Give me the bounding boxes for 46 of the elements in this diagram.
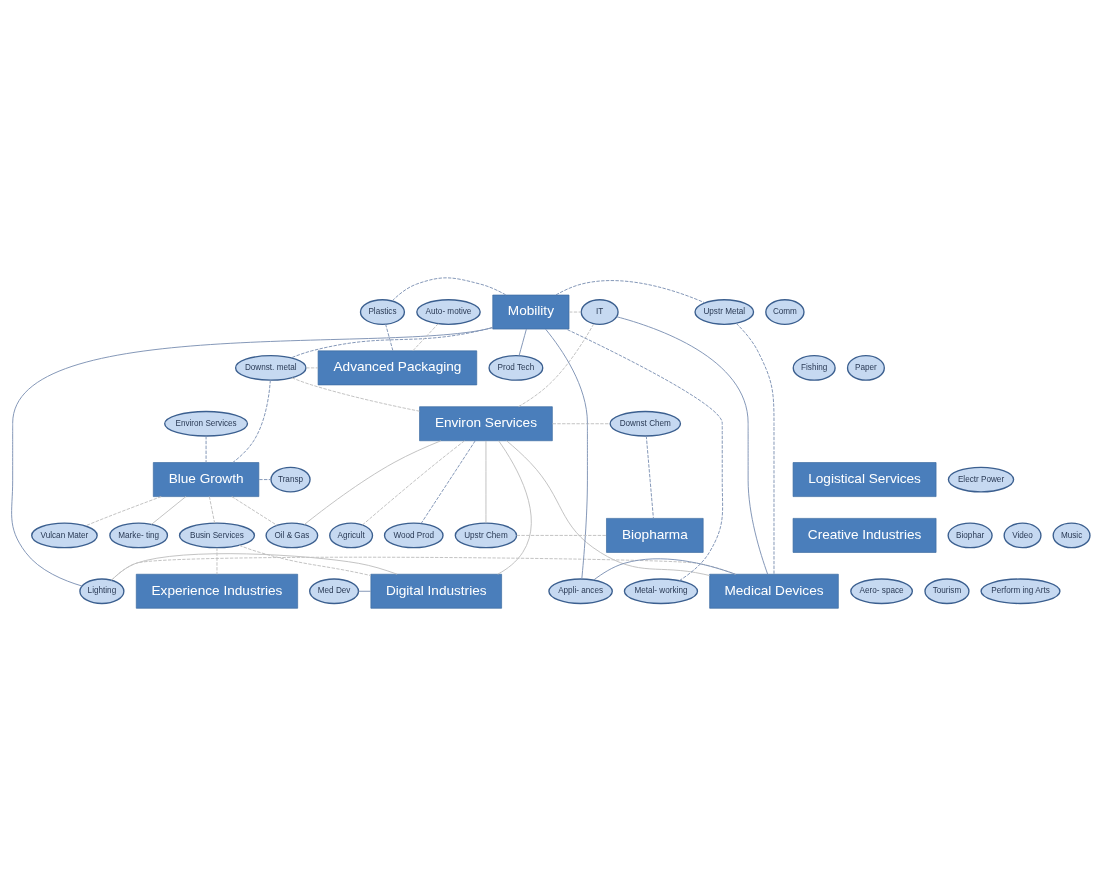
connector — [231, 495, 278, 526]
connector — [735, 322, 775, 575]
connector — [593, 557, 736, 580]
node-box: Mobility — [492, 294, 570, 329]
connector — [358, 590, 372, 592]
connector — [516, 534, 607, 536]
connector — [518, 328, 527, 356]
node-box: Blue Growth — [152, 461, 260, 497]
connector — [305, 366, 319, 368]
connector — [11, 326, 494, 586]
connector — [420, 439, 476, 524]
connector — [645, 435, 654, 519]
node-box: Creative Industries — [792, 517, 937, 553]
connector — [552, 422, 611, 424]
connector — [304, 439, 442, 525]
connector — [565, 328, 724, 581]
connector — [568, 311, 582, 313]
connector — [111, 552, 398, 581]
connector — [232, 379, 271, 463]
connector — [616, 315, 769, 575]
connector — [216, 546, 218, 575]
node-box: Digital Industries — [370, 573, 502, 609]
node-box: Advanced Packaging — [317, 350, 478, 385]
connector — [506, 439, 711, 576]
connector — [361, 439, 465, 525]
node-box: Environ Services — [419, 405, 553, 441]
connector — [412, 322, 439, 351]
connector — [291, 376, 420, 412]
node-box: Biopharma — [606, 517, 704, 553]
connector — [85, 495, 162, 526]
connector — [238, 544, 372, 576]
connector — [111, 556, 736, 581]
connector — [391, 276, 507, 301]
connector — [385, 323, 394, 351]
connector — [497, 439, 532, 575]
connector — [555, 279, 706, 303]
connector — [205, 435, 207, 463]
connector — [485, 439, 487, 523]
connector — [150, 495, 187, 525]
connector — [518, 322, 595, 407]
connector — [258, 478, 272, 480]
node-box: Medical Devices — [709, 573, 839, 609]
node-box: Logistical Services — [792, 461, 937, 497]
node-box: Experience Industries — [135, 573, 298, 609]
connector — [545, 328, 588, 579]
connector — [208, 495, 216, 524]
